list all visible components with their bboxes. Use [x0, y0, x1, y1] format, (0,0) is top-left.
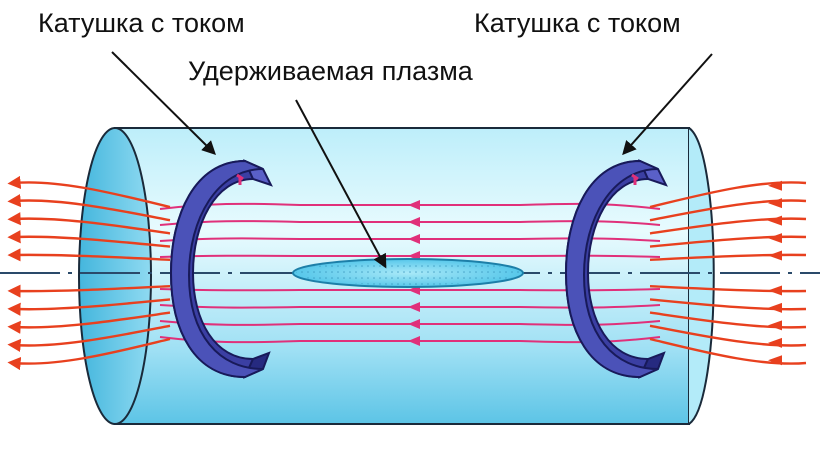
outer-field-line-left	[7, 284, 171, 298]
outer-field-line-left	[7, 324, 171, 353]
pointer-coil-right	[622, 53, 713, 156]
outer-field-arrowhead-right	[768, 233, 782, 244]
outer-field-line-right	[649, 285, 807, 293]
outer-field-line-left	[7, 248, 171, 262]
label-plasma: Удерживаемая плазма	[188, 56, 473, 86]
outer-field-arrowhead-right	[768, 302, 782, 313]
coil-right-icon	[564, 159, 668, 379]
inner-field-arrowhead	[408, 302, 420, 312]
outer-field-line-left	[7, 175, 171, 209]
outer-field-arrowhead-right	[768, 355, 782, 366]
outer-field-lines	[7, 175, 807, 371]
plasma-texture	[296, 261, 520, 285]
pointer-coil-left	[111, 51, 216, 155]
outer-field-arrowhead-right	[768, 250, 782, 261]
outer-field-arrowhead-right	[768, 320, 782, 331]
coil-right-current-marker	[631, 173, 639, 185]
outer-field-line-left	[7, 230, 171, 248]
outer-field-arrowhead-right	[768, 215, 782, 226]
inner-field-arrowhead	[408, 200, 420, 210]
coil-left-icon	[169, 159, 273, 379]
outer-field-arrowhead-right	[768, 337, 782, 348]
inner-field-arrowhead	[408, 319, 420, 329]
outer-field-line-right	[649, 298, 807, 311]
outer-field-line-right	[649, 235, 807, 248]
pointer-plasma	[295, 99, 387, 269]
outer-field-line-right	[649, 181, 807, 209]
cylinder-left-end	[78, 127, 152, 425]
inner-field-arrowhead	[408, 217, 420, 227]
outer-field-line-right	[649, 199, 807, 222]
outer-field-line-left	[7, 193, 171, 222]
outer-field-line-right	[649, 337, 807, 365]
outer-field-line-left	[7, 298, 171, 316]
label-coil-left: Катушка с током	[38, 8, 245, 38]
cylinder-right-end	[688, 127, 715, 425]
outer-field-arrowhead-right	[768, 285, 782, 296]
outer-field-line-right	[649, 311, 807, 329]
inner-field-arrowhead	[408, 336, 420, 346]
outer-field-line-right	[649, 253, 807, 261]
label-coil-right: Катушка с током	[474, 8, 681, 38]
outer-field-line-right	[649, 324, 807, 347]
outer-field-line-left	[7, 337, 171, 371]
outer-field-arrowhead-right	[768, 198, 782, 209]
coil-left-current-marker	[236, 173, 244, 185]
inner-field-arrowhead	[408, 234, 420, 244]
outer-field-line-left	[7, 212, 171, 235]
outer-field-line-left	[7, 311, 171, 334]
outer-field-arrowhead-right	[768, 180, 782, 191]
outer-field-line-right	[649, 217, 807, 235]
